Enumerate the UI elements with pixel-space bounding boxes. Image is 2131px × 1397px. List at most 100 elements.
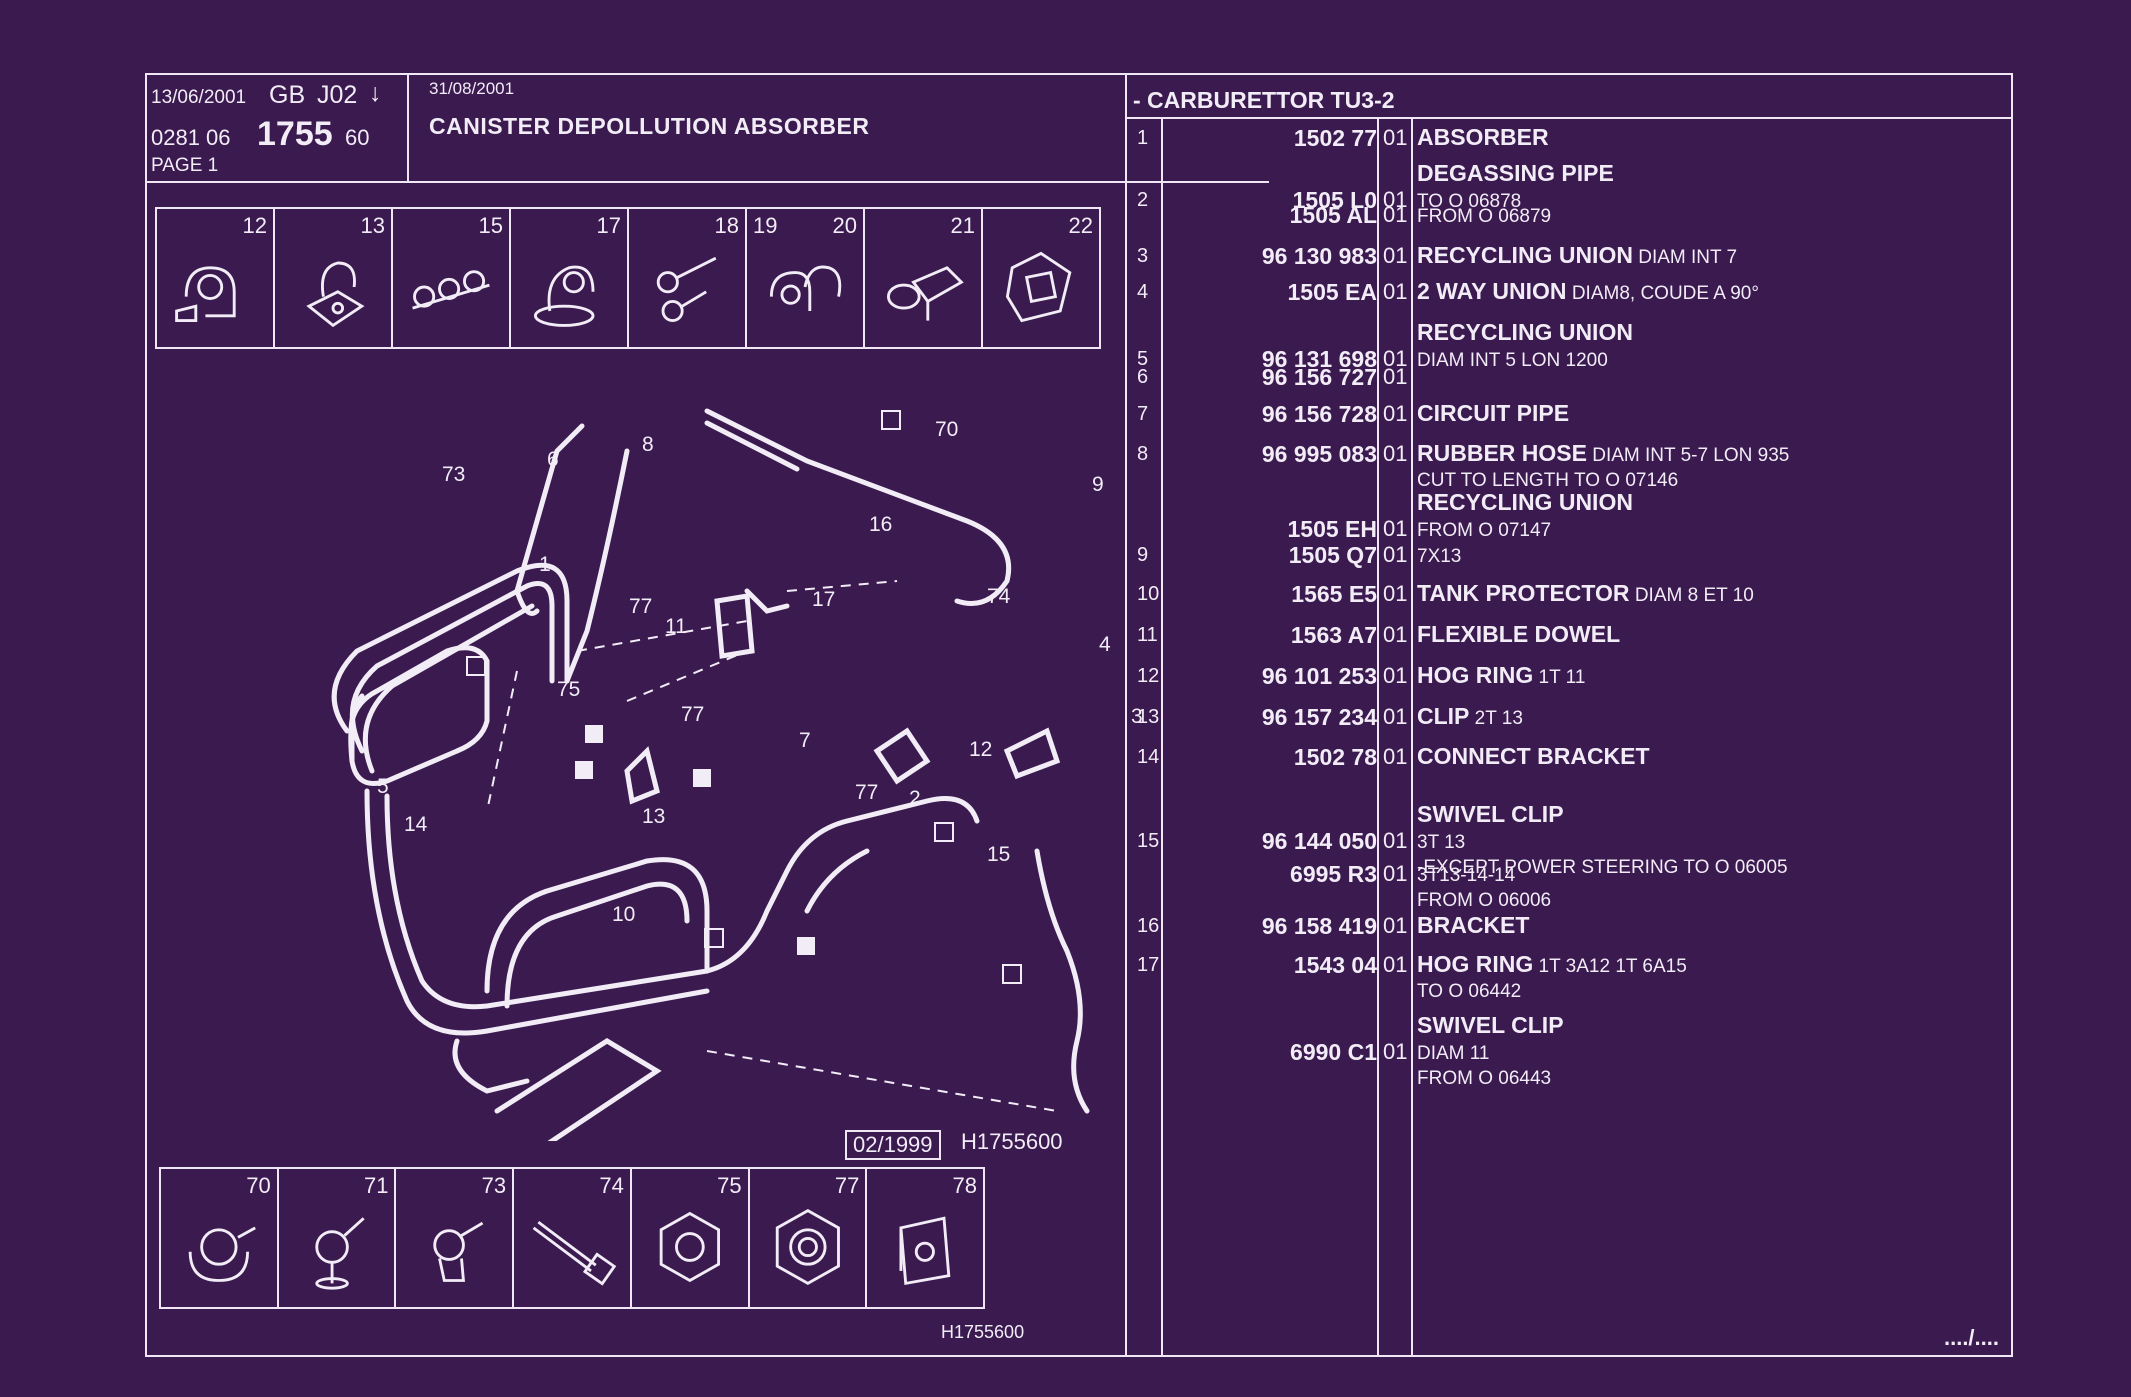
part-name: DEGASSING PIPE [1417,161,1614,188]
part-name-text: CIRCUIT PIPE [1417,400,1570,426]
part-detail-text: DIAM8, COUDE A 90° [1566,283,1759,304]
clip-icon [533,265,595,327]
thumb-number: 70 [246,1173,271,1198]
part-description: BRACKET [1417,913,1529,940]
marker-77c [797,937,815,955]
column-divider [1411,119,1413,1357]
thumb-part[interactable]: 15 [393,209,511,347]
thumb-number: 15 [478,213,503,238]
thumb-part[interactable]: 73 [396,1169,515,1307]
thumb-part[interactable]: 70 [161,1169,279,1307]
page-title: CANISTER DEPOLLUTION ABSORBER [429,113,870,139]
thumb-part[interactable]: 13 [275,209,393,347]
thumb-part[interactable]: 18 [629,209,747,347]
thumb-part[interactable]: 12 [157,209,275,347]
item-index: 17 [1137,954,1160,976]
callout: 8 [642,433,654,456]
part-reference: 1505 L0 [1292,187,1377,213]
thumb-part[interactable]: 78 [867,1169,983,1307]
part-description: RECYCLING UNION DIAM INT 7 [1417,243,1737,270]
thumb-part[interactable]: 17 [511,209,629,347]
callout: 15 [987,843,1010,866]
part-reference: 96 130 983 [1261,243,1377,269]
header-ref-suffix: 60 [345,125,370,150]
part-name-text: TANK PROTECTOR [1417,580,1630,606]
part-name-text: BRACKET [1417,912,1530,938]
clip-icon [769,265,842,311]
part-name-text: HOG RING [1417,662,1534,688]
part-description: DIAM 11 [1417,1039,1490,1066]
item-index: 14 [1137,746,1160,768]
diagram-date-stamp: 02/1999 [845,1130,941,1160]
part-description: 2 WAY UNION DIAM8, COUDE A 90° [1417,279,1759,306]
callout: 10 [612,903,635,926]
part-description: HOG RING 1T 3A12 1T 6A15 [1417,952,1687,979]
part-quantity: 01 [1383,952,1408,977]
callout: 6 [547,448,559,471]
part-description: CUT TO LENGTH TO O 07146 [1417,466,1678,493]
part-reference: 6990 C1 [1290,1039,1377,1065]
thumbnail-strip-bottom: 70 71 73 74 75 77 78 [159,1167,985,1309]
part-quantity: 01 [1383,861,1408,886]
diagram-ref: H1755600 [961,1129,1063,1154]
callout: 11 [665,615,687,638]
thumb-number: 78 [952,1173,978,1198]
part-description: CIRCUIT PIPE [1417,401,1569,428]
thumb-part[interactable]: 21 [865,209,983,347]
callout: 70 [935,418,958,441]
callout: 1 [539,553,551,576]
callout: 17 [812,588,835,611]
part-description: ABSORBER [1417,125,1549,152]
thumb-number: 20 [832,213,857,238]
callout: 9 [1092,473,1104,496]
callout: 3 [1131,705,1143,728]
part-name-text: SWIVEL CLIP [1417,1012,1564,1038]
item-index: 7 [1137,403,1149,425]
part-quantity: 01 [1383,401,1408,426]
clip-icon [175,266,236,323]
down-arrow-icon: ↓ [369,79,382,107]
part-detail-text: FROM O 07147 [1417,520,1552,541]
thumb-number: 75 [717,1173,742,1198]
thumb-number: 17 [596,213,621,238]
part-reference: 1502 78 [1293,744,1377,770]
part-detail-text: 3T13-14-14 [1417,865,1516,886]
part-name-text: ABSORBER [1417,124,1549,150]
clip-icon [306,261,365,328]
part-reference: 96 156 727 [1261,364,1377,390]
part-detail-text: 3T 13 [1417,832,1466,853]
thumb-part[interactable]: 77 [750,1169,868,1307]
callout: 77 [629,595,652,618]
part-description: FROM O 06006 [1417,886,1551,913]
thumb-part[interactable]: 22 [983,209,1099,347]
part-name-text: FLEXIBLE DOWEL [1417,621,1621,647]
part-name-text: RECYCLING UNION [1417,242,1633,268]
callout: 75 [557,678,580,701]
thumb-number: 18 [714,213,739,238]
thumb-number: 77 [834,1173,860,1198]
thumb-part[interactable]: 71 [279,1169,397,1307]
item-index: 10 [1137,583,1160,605]
header-code: J02 [317,81,358,109]
thumb-number: 71 [363,1173,389,1198]
thumb-part[interactable]: 74 [514,1169,632,1307]
part-name: SWIVEL CLIP [1417,1013,1564,1040]
item-index: 11 [1137,624,1158,646]
part-reference: 1505 AL [1289,202,1377,228]
thumb-part[interactable]: 75 [632,1169,750,1307]
header-ref-prefix: 0281 06 [151,125,231,150]
part-detail-text: -EXCEPT POWER STEERING TO O 06005 [1417,857,1788,878]
thumb-number: 74 [599,1173,624,1198]
part-name-text: 2 WAY UNION [1417,278,1567,304]
column-divider [1377,119,1379,1357]
callout: 12 [969,738,992,761]
part-quantity: 01 [1383,744,1408,769]
callout: 77 [855,781,878,804]
thumb-number: 19 [753,213,778,238]
part-description: 7X13 [1417,542,1461,569]
part-name: RECYCLING UNION [1417,320,1633,347]
nut-icon [775,1208,840,1286]
marker-77b [693,769,711,787]
